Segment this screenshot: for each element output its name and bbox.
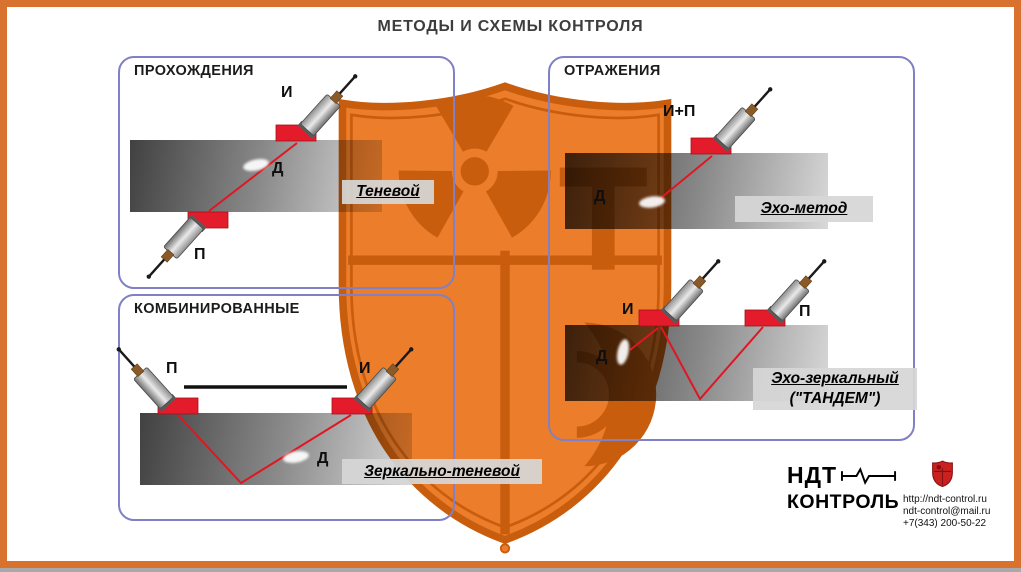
panel-combined: КОМБИНИРОВАННЫЕ [118,294,455,521]
method-shadow-text: Теневой [356,183,420,200]
panel-reflection: ОТРАЖЕНИЯ [548,56,915,441]
combined-emitter-label: И [359,360,371,377]
contact-website: http://ndt-control.ru [903,494,987,505]
method-mirror-shadow-text: Зеркально-теневой [364,462,520,480]
method-tandem-line1: Эхо-зеркальный [771,369,899,387]
contact-email: ndt-control@mail.ru [903,506,991,517]
tandem-defect-label: Д [596,348,608,365]
heartbeat-line-icon [841,466,897,485]
method-echo-text: Эхо-метод [760,200,848,217]
method-label-mirror-shadow: Зеркально-теневой [342,459,542,484]
transmission-emitter-label: И [281,84,293,101]
echo-probe-label: И+П [663,103,696,120]
bottom-edge-strip [0,568,1021,572]
panel-transmission: ПРОХОЖДЕНИЯ [118,56,455,289]
mini-shield-icon [932,460,953,487]
brand-kontrol-text: КОНТРОЛЬ [787,491,900,513]
brand-ndt-text: НДТ [787,462,838,488]
combined-receiver-label: П [166,360,178,377]
method-label-echo: Эхо-метод [735,196,873,222]
transmission-receiver-label: П [194,246,206,263]
contact-block: http://ndt-control.ru ndt-control@mail.r… [903,494,990,530]
panel-transmission-title: ПРОХОЖДЕНИЯ [134,63,254,79]
panel-reflection-title: ОТРАЖЕНИЯ [564,63,661,79]
ndt-control-logo: НДТ КОНТРОЛЬ [787,462,899,514]
method-label-shadow: Теневой [342,180,434,204]
method-tandem-line2: ("ТАНДЕМ") [789,390,881,407]
tandem-receiver-label: П [799,303,811,320]
shield-tip-dot [499,543,511,554]
echo-defect-label: Д [594,188,606,205]
transmission-defect-label: Д [272,160,284,177]
panel-combined-title: КОМБИНИРОВАННЫЕ [134,301,300,317]
method-label-tandem: Эхо-зеркальный ("ТАНДЕМ") [753,368,917,410]
tandem-emitter-label: И [622,301,634,318]
combined-defect-label: Д [317,450,329,467]
contact-phone: +7(343) 200-50-22 [903,518,987,529]
page-title: МЕТОДЫ И СХЕМЫ КОНТРОЛЯ [377,18,644,35]
